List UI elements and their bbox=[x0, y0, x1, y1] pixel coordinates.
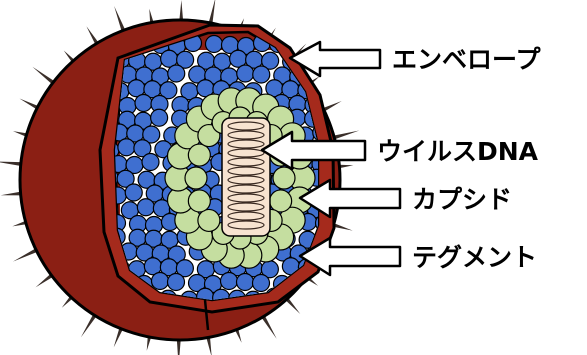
tegument-protein bbox=[152, 273, 169, 290]
label-capsid: カプシド bbox=[412, 185, 512, 214]
capsomer bbox=[188, 144, 210, 166]
viral-dna-core bbox=[222, 118, 270, 236]
tegument-protein bbox=[253, 66, 270, 83]
tegument-protein bbox=[168, 274, 185, 291]
tegument-protein bbox=[118, 139, 135, 156]
capsomer bbox=[185, 167, 207, 189]
capsomer bbox=[198, 209, 220, 231]
label-envelope: エンベロープ bbox=[392, 45, 542, 74]
tegument-protein bbox=[206, 36, 223, 53]
capsomer bbox=[188, 190, 210, 212]
tegument-protein bbox=[253, 275, 270, 292]
tegument-protein bbox=[125, 184, 142, 201]
tegument-protein bbox=[137, 199, 154, 216]
capsomer bbox=[273, 167, 295, 189]
tegument-protein bbox=[237, 65, 254, 82]
tegument-protein bbox=[168, 65, 185, 82]
tegument-protein bbox=[135, 95, 152, 112]
tegument-protein bbox=[142, 154, 159, 171]
label-viral-dna: ウイルスDNA bbox=[377, 137, 539, 166]
labels: エンベロープ ウイルスDNA カプシド テグメント bbox=[377, 45, 542, 272]
tegument-protein bbox=[298, 290, 315, 307]
tegument-protein bbox=[221, 273, 238, 290]
label-tegument: テグメント bbox=[412, 243, 537, 272]
tegument-protein bbox=[237, 274, 254, 291]
tegument-protein bbox=[151, 109, 168, 126]
tegument-protein bbox=[314, 291, 331, 308]
capsomer bbox=[270, 190, 292, 212]
